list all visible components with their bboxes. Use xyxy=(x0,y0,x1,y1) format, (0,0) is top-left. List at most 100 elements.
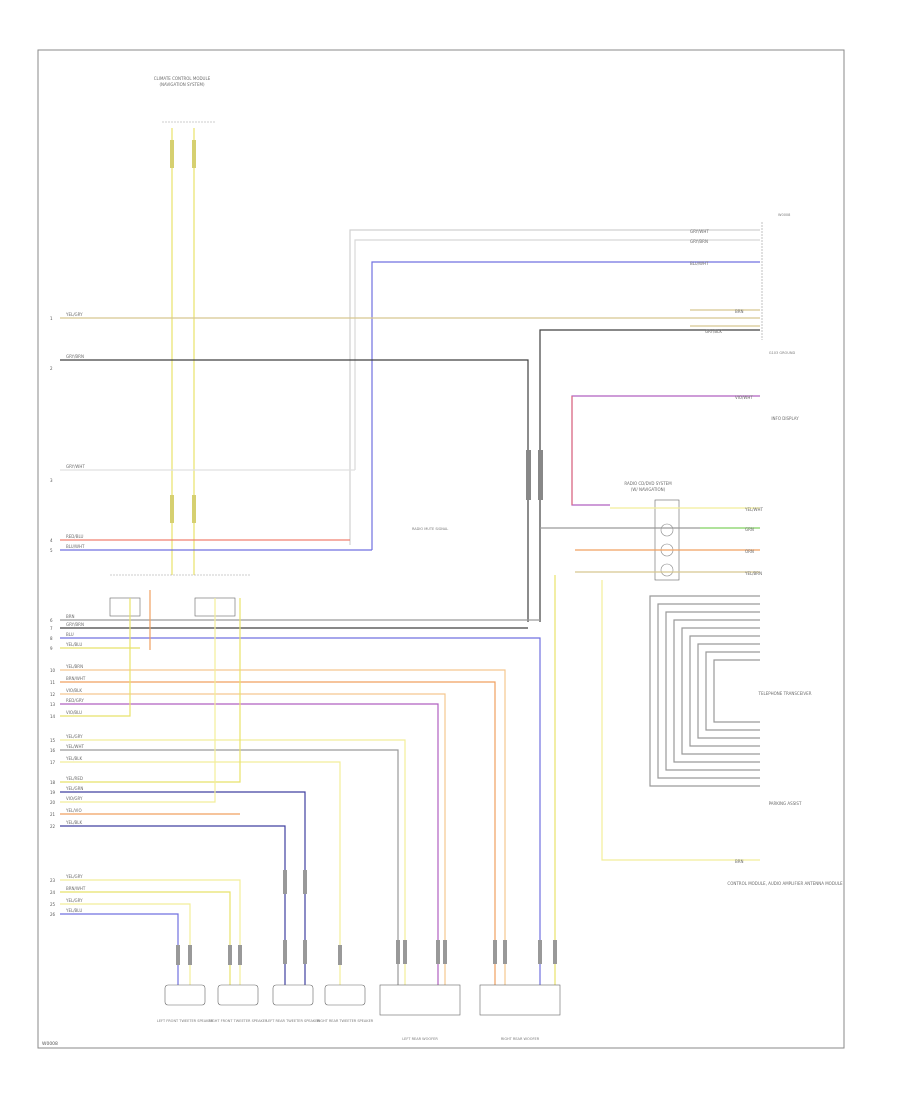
svg-text:YEL/WHT: YEL/WHT xyxy=(65,744,85,749)
svg-text:1: 1 xyxy=(50,316,53,321)
svg-text:RED/GRY: RED/GRY xyxy=(66,698,84,703)
right-top-connector: GRY/WHT GRY/BRN BLU/WHT BRN GRY/BLK W000… xyxy=(690,213,795,355)
svg-text:GRY/WHT: GRY/WHT xyxy=(66,464,85,469)
diagram-code: W0008 xyxy=(42,1041,58,1047)
svg-text:LEFT FRONT TWEETER SPEAKER: LEFT FRONT TWEETER SPEAKER xyxy=(157,1019,214,1023)
svg-text:YEL/RED: YEL/RED xyxy=(65,776,83,781)
svg-text:RIGHT REAR WOOFER: RIGHT REAR WOOFER xyxy=(501,1037,540,1041)
svg-text:GRY/BRN: GRY/BRN xyxy=(66,354,84,359)
svg-text:7: 7 xyxy=(50,626,53,631)
svg-text:BLU: BLU xyxy=(66,632,74,637)
wire-gray-top-1 xyxy=(349,229,760,545)
svg-text:VIO/GRY: VIO/GRY xyxy=(66,796,83,801)
right-rear-woofer: RIGHT REAR WOOFER xyxy=(479,984,561,1041)
svg-text:G103 GROUND: G103 GROUND xyxy=(769,351,796,355)
top-module-label: CLIMATE CONTROL MODULE xyxy=(154,76,211,81)
svg-text:YEL/WHT: YEL/WHT xyxy=(744,507,764,512)
svg-text:BRN: BRN xyxy=(735,859,744,864)
wire-blue-top xyxy=(371,261,760,550)
svg-text:3: 3 xyxy=(50,478,53,483)
svg-text:VIO/WHT: VIO/WHT xyxy=(735,395,753,400)
speaker-right-rear-tweeter: RIGHT REAR TWEETER SPEAKER xyxy=(317,984,374,1023)
svg-text:RIGHT REAR TWEETER SPEAKER: RIGHT REAR TWEETER SPEAKER xyxy=(317,1019,374,1023)
svg-text:21: 21 xyxy=(50,812,56,817)
svg-text:YEL/BLU: YEL/BLU xyxy=(65,908,82,913)
svg-text:YEL/BRN: YEL/BRN xyxy=(65,664,83,669)
svg-text:12: 12 xyxy=(50,692,56,697)
svg-text:10: 10 xyxy=(50,668,56,673)
svg-text:9: 9 xyxy=(50,646,53,651)
right-conn-b-label: RADIO MUTE SIGNAL xyxy=(412,527,448,531)
svg-text:BRN: BRN xyxy=(66,614,75,619)
svg-text:GRN: GRN xyxy=(745,527,754,532)
wire-purple-right xyxy=(571,395,760,506)
svg-text:YEL/VIO: YEL/VIO xyxy=(65,808,82,813)
svg-text:2: 2 xyxy=(50,366,53,371)
svg-text:GRY/WHT: GRY/WHT xyxy=(690,229,709,234)
svg-text:VIO/BLK: VIO/BLK xyxy=(66,688,82,693)
left-pin-numbers: 1 2 3 4 5 6 7 8 9 10 11 12 13 14 15 16 1… xyxy=(50,316,56,917)
svg-text:BRN: BRN xyxy=(735,309,744,314)
bottom-right-label: CONTROL MODULE, AUDIO AMPLIFIER ANTENNA … xyxy=(727,881,843,886)
svg-text:GRY/BRN: GRY/BRN xyxy=(66,622,84,627)
svg-text:GRY/BRN: GRY/BRN xyxy=(690,239,708,244)
svg-text:YEL/GRY: YEL/GRY xyxy=(65,734,83,739)
svg-text:17: 17 xyxy=(50,760,56,765)
svg-text:24: 24 xyxy=(50,890,56,895)
svg-text:BLU/WHT: BLU/WHT xyxy=(66,544,85,549)
top-module-sublabel: (NAVIGATION SYSTEM) xyxy=(159,82,204,87)
amp-block: RADIO CD/DVD SYSTEM (W/ NAVIGATION) xyxy=(624,481,680,581)
svg-text:GRY/BLK: GRY/BLK xyxy=(705,329,722,334)
svg-text:YEL/BLK: YEL/BLK xyxy=(65,820,83,825)
speaker-right-front-tweeter: RIGHT FRONT TWEETER SPEAKER xyxy=(209,984,268,1023)
svg-text:YEL/BLU: YEL/BLU xyxy=(65,642,82,647)
wire-yellow-right-long xyxy=(601,580,760,861)
svg-text:RED/BLU: RED/BLU xyxy=(66,534,84,539)
svg-text:19: 19 xyxy=(50,790,56,795)
svg-text:YEL/BLK: YEL/BLK xyxy=(65,756,83,761)
left-rear-woofer: LEFT REAR WOOFER xyxy=(379,984,461,1041)
svg-text:BLU/WHT: BLU/WHT xyxy=(690,261,709,266)
svg-text:5: 5 xyxy=(50,548,53,553)
svg-text:LEFT REAR TWEETER SPEAKER: LEFT REAR TWEETER SPEAKER xyxy=(266,1019,320,1023)
svg-text:YEL/GRY: YEL/GRY xyxy=(65,874,83,879)
svg-text:VIO/BLU: VIO/BLU xyxy=(66,710,82,715)
svg-text:4: 4 xyxy=(50,538,53,543)
svg-text:16: 16 xyxy=(50,748,56,753)
right-side-label-3: PARKING ASSIST xyxy=(769,801,802,806)
right-side-label-1: INFO DISPLAY xyxy=(771,416,799,421)
svg-text:YEL/GRY: YEL/GRY xyxy=(65,898,83,903)
wire-gray-top-2 xyxy=(354,239,760,470)
speaker-left-front-tweeter: LEFT FRONT TWEETER SPEAKER xyxy=(157,984,214,1023)
amp-block-label: RADIO CD/DVD SYSTEM xyxy=(624,481,672,486)
svg-text:20: 20 xyxy=(50,800,56,805)
svg-text:YEL/BRN: YEL/BRN xyxy=(744,571,762,576)
diagram-frame xyxy=(37,49,845,1049)
svg-text:YEL/GRY: YEL/GRY xyxy=(65,312,83,317)
svg-text:15: 15 xyxy=(50,738,56,743)
svg-text:ORN: ORN xyxy=(745,549,754,554)
svg-text:6: 6 xyxy=(50,618,53,623)
svg-text:23: 23 xyxy=(50,878,56,883)
svg-text:YEL/GRN: YEL/GRN xyxy=(65,786,83,791)
amp-block-sublabel: (W/ NAVIGATION) xyxy=(631,487,666,492)
svg-text:13: 13 xyxy=(50,702,56,707)
right-side-label-2: TELEPHONE TRANSCEIVER xyxy=(758,691,812,696)
svg-text:26: 26 xyxy=(50,912,56,917)
svg-text:18: 18 xyxy=(50,780,56,785)
svg-text:BRN/WHT: BRN/WHT xyxy=(66,886,86,891)
left-wire-bundle xyxy=(60,575,556,985)
speaker-left-rear-tweeter: LEFT REAR TWEETER SPEAKER xyxy=(266,984,320,1023)
svg-text:W0008: W0008 xyxy=(778,213,790,217)
wire-dark-2 xyxy=(539,329,760,622)
svg-text:22: 22 xyxy=(50,824,56,829)
wire-dark-1 xyxy=(60,359,529,622)
svg-text:8: 8 xyxy=(50,636,53,641)
svg-text:14: 14 xyxy=(50,714,56,719)
svg-text:LEFT REAR WOOFER: LEFT REAR WOOFER xyxy=(402,1037,438,1041)
svg-text:RIGHT FRONT TWEETER SPEAKER: RIGHT FRONT TWEETER SPEAKER xyxy=(209,1019,268,1023)
left-wire-labels: YEL/GRY GRY/BRN GRY/WHT RED/BLU BLU/WHT … xyxy=(65,312,86,913)
svg-text:BRN/WHT: BRN/WHT xyxy=(66,676,86,681)
gray-wire-harness xyxy=(649,595,760,787)
